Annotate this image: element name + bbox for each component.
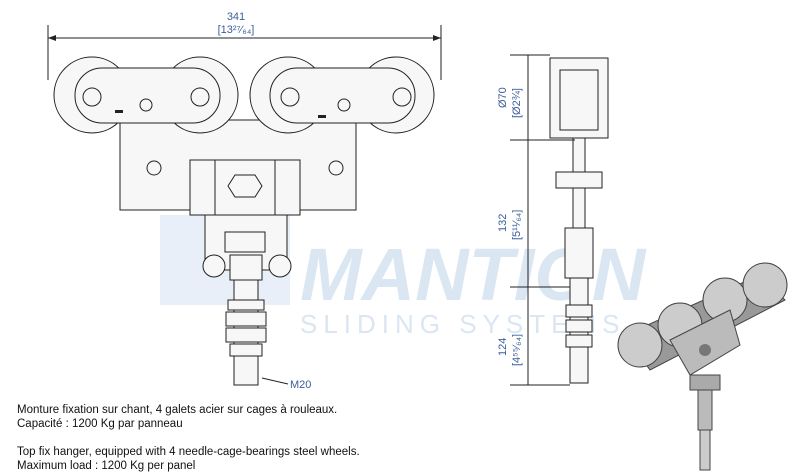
front-view: M20 <box>53 56 435 391</box>
hex-nut <box>227 174 263 198</box>
body-height-inch: [5¹¹⁄₆₄] <box>511 210 523 240</box>
watermark-brand: MANTION <box>300 233 647 316</box>
width-inch: [13²⁷⁄₆₄] <box>218 24 255 36</box>
description-fr-line2: Capacité : 1200 Kg par panneau <box>17 418 183 430</box>
side-view: Ø70 [Ø2¾] 132 [5¹¹⁄₆₄] 124 [4⁵⁵⁄₆₄] <box>497 54 609 386</box>
wheel-diameter-inch: [Ø2¾] <box>511 88 523 118</box>
thread-label: M20 <box>290 379 311 391</box>
description-en-line1: Top fix hanger, equipped with 4 needle-c… <box>17 446 360 458</box>
description-en: Top fix hanger, equipped with 4 needle-c… <box>17 445 360 473</box>
body-height-mm: 132 <box>497 214 509 232</box>
stem-height-mm: 124 <box>497 338 509 356</box>
stem-height-inch: [4⁵⁵⁄₆₄] <box>511 334 523 366</box>
product-render <box>617 262 788 471</box>
width-mm: 341 <box>227 11 245 23</box>
width-dimension: 341 [13²⁷⁄₆₄] <box>47 11 442 80</box>
wheel-diameter-mm: Ø70 <box>497 87 509 108</box>
description-en-line2: Maximum load : 1200 Kg per panel <box>17 460 196 472</box>
description-fr: Monture fixation sur chant, 4 galets aci… <box>17 403 337 431</box>
description-fr-line1: Monture fixation sur chant, 4 galets aci… <box>17 404 338 416</box>
